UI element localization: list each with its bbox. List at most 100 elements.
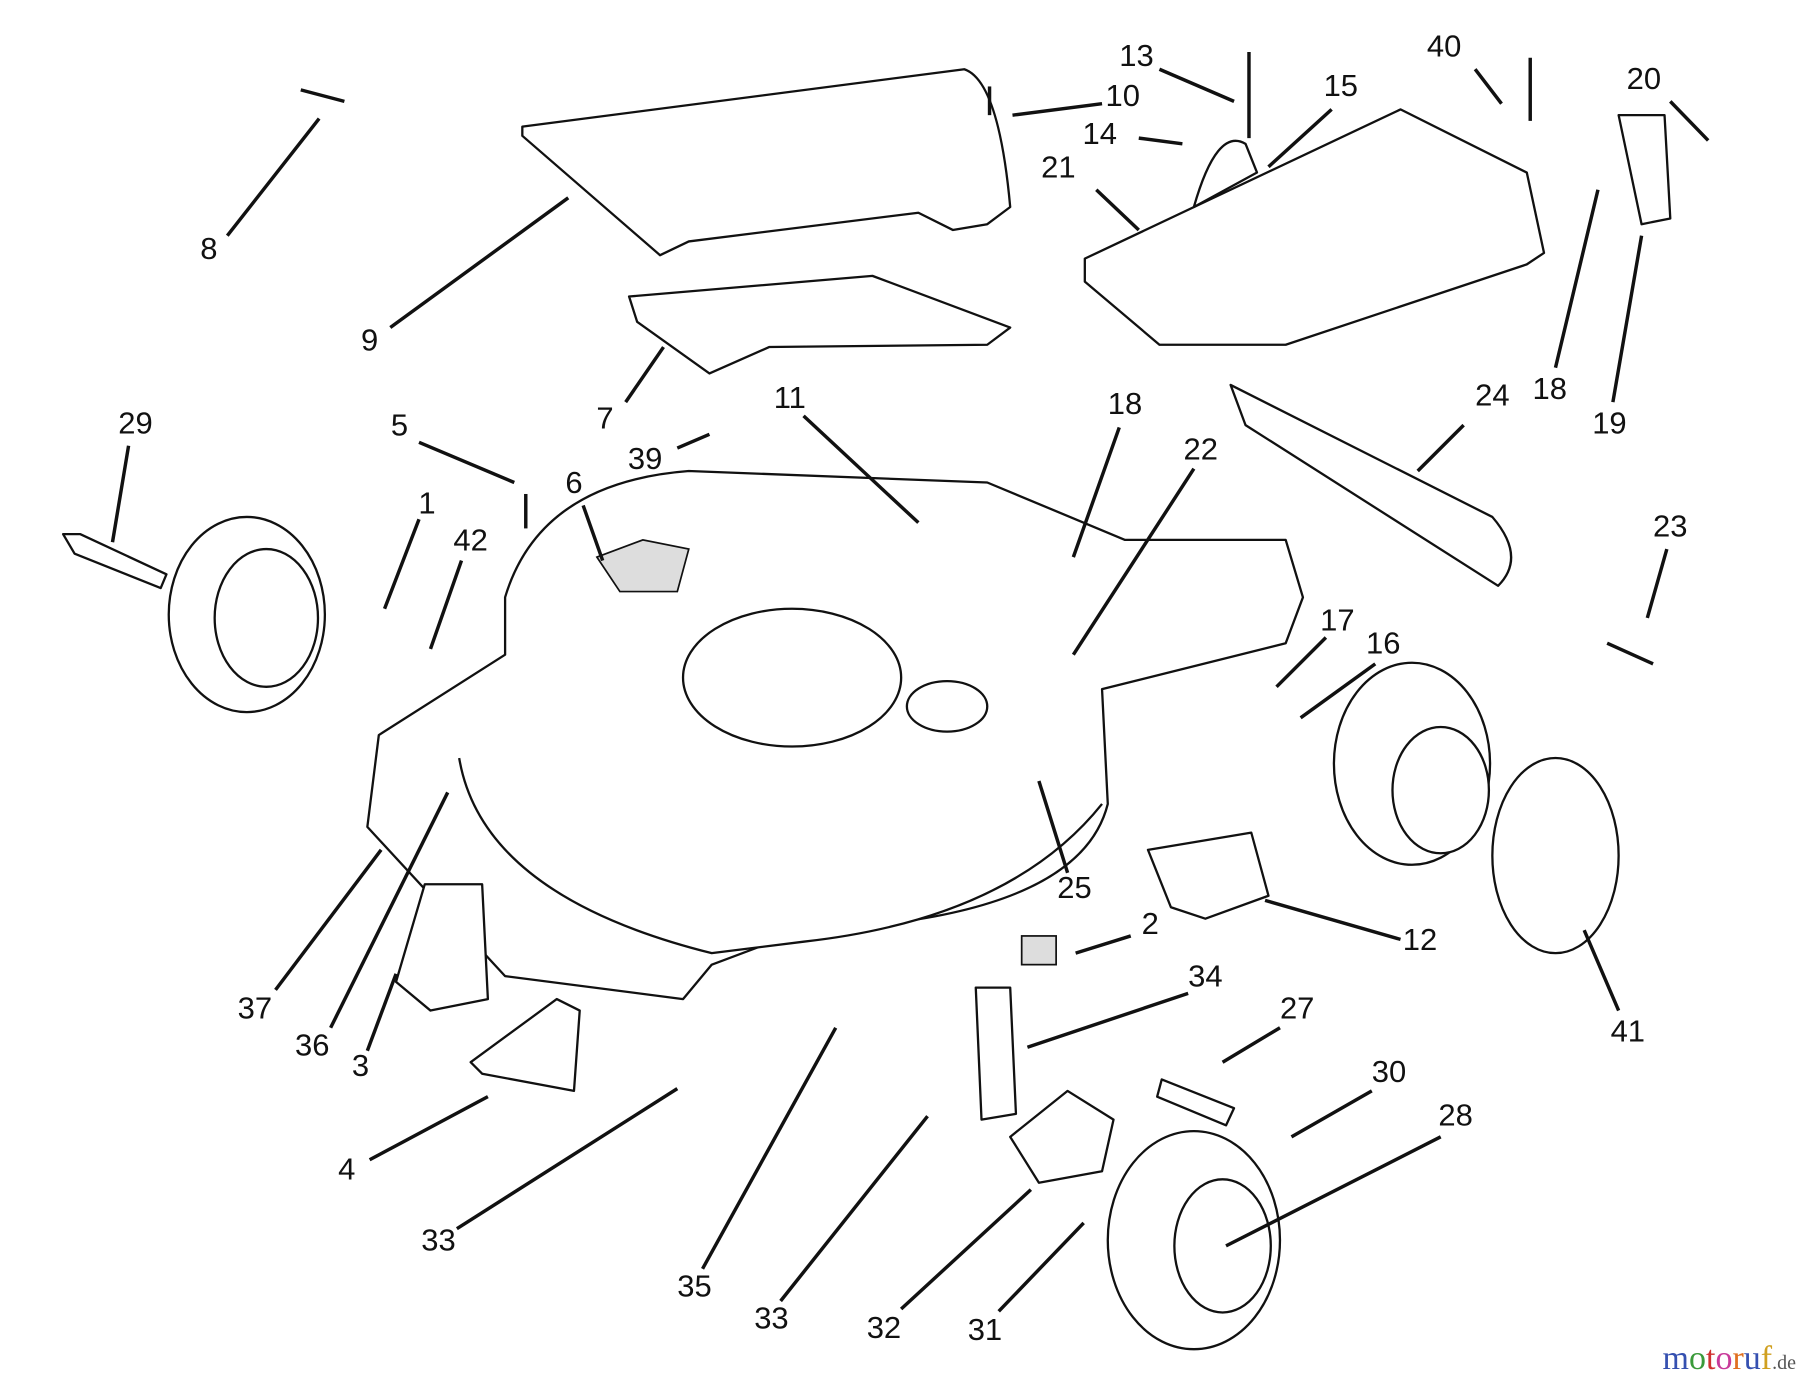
deck-plug (905, 679, 989, 733)
leader-line-15 (1267, 108, 1333, 169)
front-wheel-hub (1173, 1178, 1272, 1314)
leader-line-16 (1299, 662, 1377, 720)
adjuster-12 (1146, 831, 1270, 920)
callout-42: 42 (453, 522, 487, 557)
callout-16: 16 (1366, 626, 1400, 661)
callout-1: 1 (418, 486, 435, 521)
callout-4: 4 (338, 1151, 355, 1186)
bracket-19-20 (1617, 114, 1672, 226)
deck-center-opening (681, 607, 903, 748)
leader-line-7 (624, 346, 665, 404)
watermark-letter: r (1732, 1340, 1744, 1377)
leader-line-37 (274, 848, 383, 991)
leader-line-42 (428, 559, 464, 650)
callout-18: 18 (1533, 371, 1567, 406)
callout-37: 37 (238, 991, 272, 1026)
watermark-letter: u (1743, 1340, 1761, 1377)
callout-29: 29 (118, 405, 152, 440)
leader-line-18 (1071, 426, 1121, 558)
leader-line-5 (418, 440, 515, 485)
callout-21: 21 (1041, 149, 1075, 184)
watermark-letter: m (1662, 1340, 1689, 1377)
pin-23 (1606, 641, 1654, 666)
leader-line-3 (365, 973, 398, 1052)
callout-9: 9 (361, 323, 378, 358)
leader-line-12 (1264, 898, 1401, 942)
leader-line-41 (1582, 929, 1621, 1012)
leader-line-20 (1669, 100, 1710, 142)
leader-line-33 (455, 1087, 679, 1231)
callout-33: 33 (421, 1223, 455, 1258)
callout-11: 11 (774, 380, 806, 415)
callout-32: 32 (867, 1310, 901, 1345)
leader-line-35 (701, 1026, 838, 1270)
callout-19: 19 (1592, 405, 1626, 440)
discharge-chute-part (1083, 108, 1546, 346)
callout-6: 6 (565, 465, 582, 500)
leader-line-28 (1225, 1135, 1442, 1248)
adjuster-front (1009, 1089, 1115, 1184)
callout-25: 25 (1057, 870, 1091, 905)
callout-12: 12 (1403, 922, 1437, 957)
baffle-part (627, 274, 1012, 375)
callout-3: 3 (352, 1048, 369, 1083)
leader-line-31 (997, 1221, 1085, 1313)
callout-28: 28 (1438, 1098, 1472, 1133)
leader-line-29 (110, 445, 131, 543)
part-2 (1020, 935, 1057, 966)
callout-40: 40 (1427, 29, 1461, 64)
rear-door-part (521, 68, 1012, 257)
callout-24: 24 (1475, 378, 1509, 413)
leader-line-19 (1611, 235, 1644, 403)
height-adjuster-3 (394, 883, 490, 1012)
leader-line-24 (1416, 423, 1465, 473)
right-rear-wheel-hub (1391, 725, 1491, 855)
callout-20: 20 (1627, 61, 1661, 96)
leader-line-6 (581, 504, 605, 562)
leader-line-36 (329, 791, 450, 1029)
callout-7: 7 (596, 401, 613, 436)
parts-drawing (61, 52, 1672, 1351)
callout-27: 27 (1280, 991, 1314, 1026)
bolt-8 (300, 88, 345, 104)
callout-2: 2 (1142, 906, 1159, 941)
leader-line-33 (779, 1115, 929, 1303)
leader-line-10 (1012, 101, 1103, 117)
watermark-letter: t (1706, 1340, 1716, 1377)
motoruf-watermark: motoruf.de (1663, 1340, 1796, 1378)
callout-36: 36 (295, 1027, 329, 1062)
hubcap-41 (1491, 756, 1620, 955)
leader-line-14 (1138, 136, 1183, 146)
callout-18: 18 (1108, 386, 1142, 421)
leader-line-25 (1037, 780, 1070, 874)
leader-line-2 (1075, 934, 1132, 955)
callout-33: 33 (754, 1301, 788, 1336)
left-rear-wheel-hub (213, 547, 320, 688)
callout-30: 30 (1372, 1054, 1406, 1089)
leader-line-1 (382, 518, 421, 610)
rear-tab-6 (595, 539, 690, 593)
watermark-letter: f (1760, 1340, 1773, 1377)
callout-39: 39 (628, 441, 662, 476)
leader-line-40 (1473, 68, 1503, 105)
leader-line-30 (1290, 1089, 1373, 1139)
watermark-letter: o (1689, 1340, 1706, 1377)
leader-lines (110, 67, 1710, 1313)
leader-line-18 (1553, 189, 1600, 369)
leader-line-23 (1645, 548, 1669, 619)
axle-bolt-29 (61, 533, 168, 590)
callout-22: 22 (1184, 432, 1218, 467)
callout-14: 14 (1083, 116, 1117, 151)
watermark-letter: o (1715, 1340, 1733, 1377)
leader-line-22 (1071, 467, 1196, 656)
leader-line-13 (1158, 67, 1235, 103)
leader-line-9 (389, 196, 570, 329)
callout-23: 23 (1653, 509, 1687, 544)
leader-line-21 (1095, 188, 1140, 232)
deflector-part (1229, 383, 1513, 587)
callout-13: 13 (1119, 38, 1153, 73)
callout-15: 15 (1324, 68, 1358, 103)
part-14 (1192, 139, 1259, 209)
